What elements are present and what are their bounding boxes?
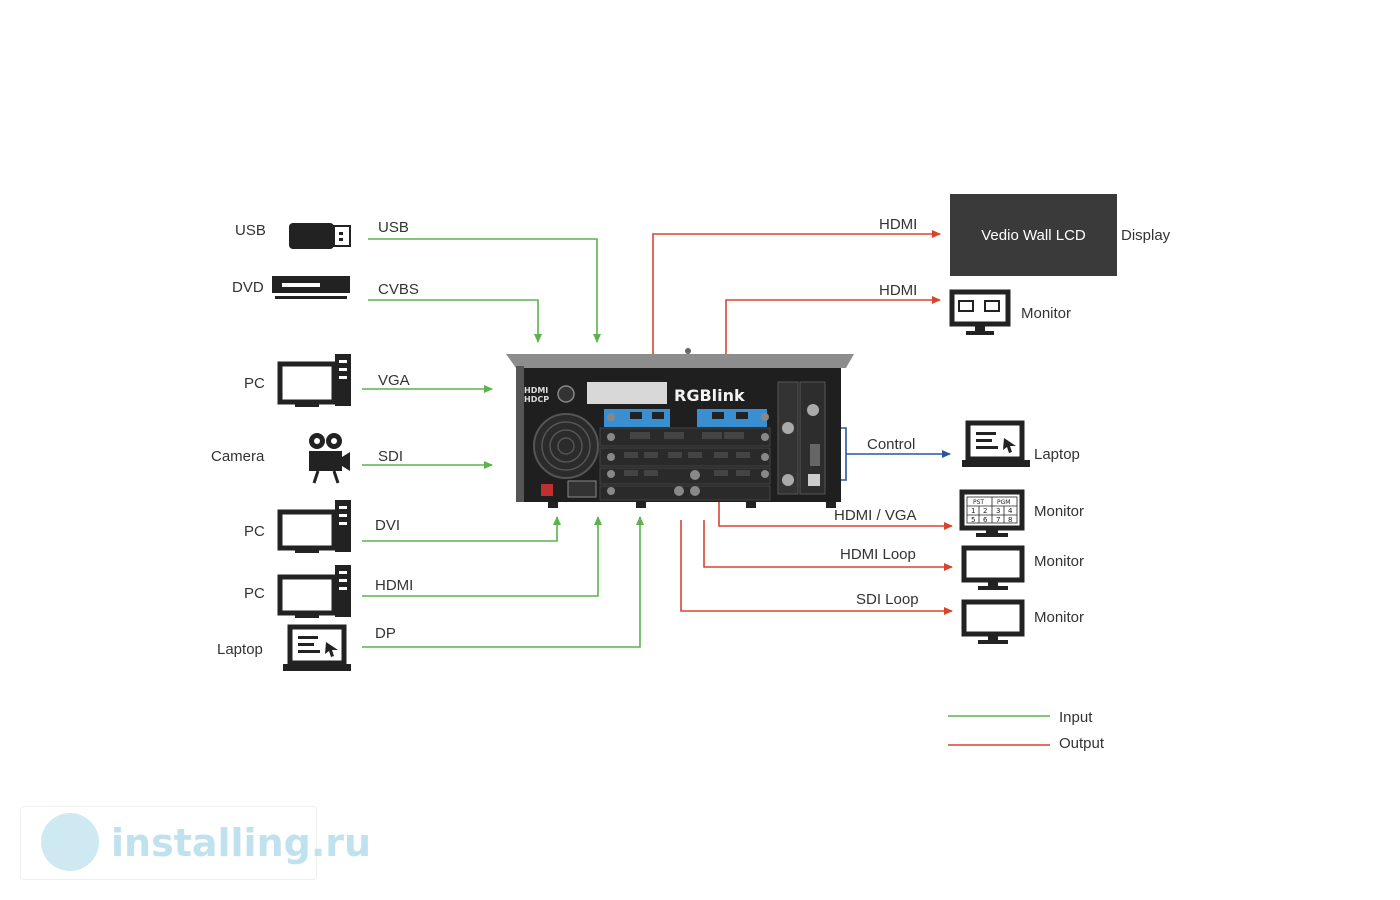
multiview-monitor-icon: PST PGM 1 2 3 4 5 6 7 8 bbox=[959, 489, 1025, 537]
signal-label-control: Control bbox=[867, 436, 916, 453]
hdcp-badge: HDCP bbox=[524, 395, 549, 404]
mv-label-pgm: PGM bbox=[997, 499, 1010, 506]
monitor-label-1: Monitor bbox=[1021, 305, 1072, 322]
device-label-laptop: Laptop bbox=[217, 641, 263, 658]
monitor-label-3: Monitor bbox=[1034, 553, 1085, 570]
dvi-input-line bbox=[362, 516, 561, 542]
signal-label-hdmi: HDMI bbox=[375, 577, 414, 594]
hdmi-loop-output-line bbox=[703, 520, 953, 571]
signal-label-dvi: DVI bbox=[375, 517, 401, 534]
signal-label-hdmi-vga: HDMI / VGA bbox=[834, 507, 917, 524]
monitor-icon bbox=[961, 545, 1025, 590]
display-label: Display bbox=[1121, 227, 1171, 244]
video-wall-lcd: Vedio Wall LCD bbox=[950, 194, 1117, 276]
rgblink-processor: HDMI HDCP RGBlink bbox=[506, 348, 854, 508]
laptop-label-right: Laptop bbox=[1034, 446, 1080, 463]
mv-label-7: 7 bbox=[996, 516, 1000, 524]
device-label-pc-2: PC bbox=[244, 523, 265, 540]
signal-label-hdmi-loop: HDMI Loop bbox=[840, 546, 916, 563]
mv-label-5: 5 bbox=[971, 516, 975, 524]
mv-label-8: 8 bbox=[1008, 516, 1012, 524]
watermark-text: installing.ru bbox=[111, 821, 372, 865]
device-label-pc-3: PC bbox=[244, 585, 265, 602]
device-label-dvd: DVD bbox=[232, 279, 264, 296]
monitor-icon bbox=[949, 289, 1011, 335]
monitor-icon bbox=[961, 599, 1025, 644]
video-wall-label: Vedio Wall LCD bbox=[981, 226, 1086, 244]
mv-label-1: 1 bbox=[971, 507, 975, 515]
brand-logo: RGBlink bbox=[674, 386, 745, 405]
mv-label-3: 3 bbox=[996, 507, 1000, 515]
sdi-loop-output-line bbox=[680, 520, 953, 615]
hdmi-input-line bbox=[362, 516, 602, 597]
input-lines bbox=[362, 238, 644, 648]
mv-label-6: 6 bbox=[983, 516, 988, 524]
pc-icon bbox=[277, 500, 351, 553]
signal-label-hdmi-out-2: HDMI bbox=[879, 282, 918, 299]
signal-label-sdi-loop: SDI Loop bbox=[856, 591, 919, 608]
hdmi-badge: HDMI bbox=[524, 386, 548, 395]
signal-label-usb: USB bbox=[378, 219, 409, 236]
fan-grille-icon bbox=[533, 413, 599, 479]
control-line bbox=[838, 427, 951, 481]
mv-label-pst: PST bbox=[973, 499, 984, 506]
usb-stick-icon bbox=[289, 223, 351, 249]
watermark: installing.ru bbox=[20, 806, 371, 880]
mv-label-2: 2 bbox=[983, 507, 987, 515]
pc-icon bbox=[277, 565, 351, 618]
monitor-label-4: Monitor bbox=[1034, 609, 1085, 626]
signal-label-dp: DP bbox=[375, 625, 396, 642]
legend-input-label: Input bbox=[1059, 709, 1093, 726]
signal-label-vga: VGA bbox=[378, 372, 410, 389]
mv-label-4: 4 bbox=[1008, 507, 1013, 515]
watermark-logo-icon bbox=[41, 813, 99, 871]
signal-label-sdi: SDI bbox=[378, 448, 404, 465]
laptop-icon bbox=[283, 624, 351, 671]
signal-label-cvbs: CVBS bbox=[378, 281, 419, 298]
device-label-usb: USB bbox=[235, 222, 266, 239]
video-camera-icon bbox=[309, 433, 350, 484]
legend-output-label: Output bbox=[1059, 735, 1105, 752]
dp-input-line bbox=[362, 516, 644, 648]
pc-icon bbox=[277, 354, 351, 407]
monitor-label-2: Monitor bbox=[1034, 503, 1085, 520]
legend bbox=[948, 715, 1050, 746]
usb-input-line bbox=[368, 238, 601, 343]
laptop-icon bbox=[962, 420, 1030, 467]
device-label-pc-1: PC bbox=[244, 375, 265, 392]
signal-label-hdmi-out-1: HDMI bbox=[879, 216, 918, 233]
device-label-camera: Camera bbox=[211, 448, 265, 465]
dvd-player-icon bbox=[272, 276, 350, 299]
cvbs-input-line bbox=[368, 299, 542, 343]
